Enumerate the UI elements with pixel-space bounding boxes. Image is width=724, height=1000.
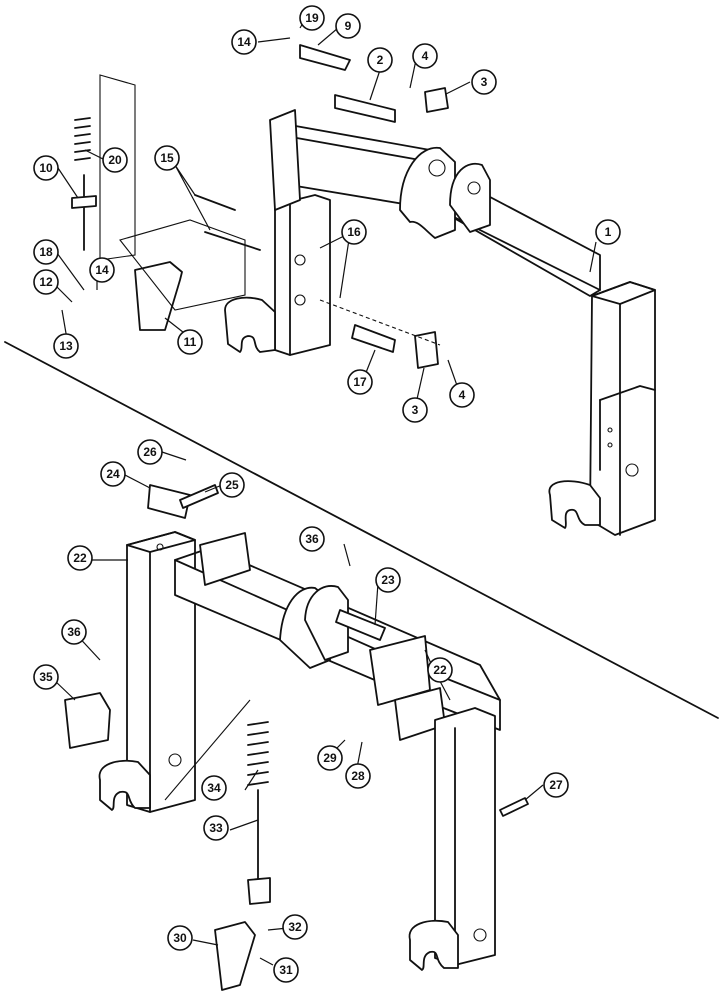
callout-14-left: 14 bbox=[89, 257, 115, 283]
callout-label: 3 bbox=[481, 75, 488, 89]
callout-16: 16 bbox=[341, 219, 367, 245]
callout-28: 28 bbox=[345, 763, 371, 789]
callout-label: 22 bbox=[73, 551, 87, 565]
section-divider bbox=[4, 341, 719, 719]
callout-label: 19 bbox=[305, 11, 319, 25]
callout-35: 35 bbox=[33, 664, 59, 690]
callout-label: 15 bbox=[160, 151, 174, 165]
callout-20: 20 bbox=[102, 147, 128, 173]
callout-2: 2 bbox=[367, 47, 393, 73]
callout-label: 36 bbox=[67, 625, 81, 639]
callout-label: 35 bbox=[39, 670, 53, 684]
callout-label: 4 bbox=[459, 388, 466, 402]
callout-label: 10 bbox=[39, 161, 53, 175]
callout-label: 29 bbox=[323, 751, 337, 765]
callout-label: 36 bbox=[305, 532, 319, 546]
callout-label: 34 bbox=[207, 781, 221, 795]
callout-label: 30 bbox=[173, 931, 187, 945]
callout-30: 30 bbox=[167, 925, 193, 951]
callout-label: 31 bbox=[279, 963, 293, 977]
callout-label: 3 bbox=[412, 403, 419, 417]
callout-3-lower: 3 bbox=[402, 397, 428, 423]
lower-quick-hitch-assembly bbox=[64, 484, 529, 991]
callout-label: 18 bbox=[39, 245, 53, 259]
callout-9: 9 bbox=[335, 13, 361, 39]
callout-1: 1 bbox=[595, 219, 621, 245]
callout-19: 19 bbox=[299, 5, 325, 31]
callout-label: 12 bbox=[39, 275, 53, 289]
callout-17: 17 bbox=[347, 369, 373, 395]
callout-36-left: 36 bbox=[61, 619, 87, 645]
callout-label: 14 bbox=[237, 35, 251, 49]
callout-10: 10 bbox=[33, 155, 59, 181]
callout-label: 22 bbox=[433, 663, 447, 677]
callout-4-lower: 4 bbox=[449, 382, 475, 408]
callout-label: 27 bbox=[549, 778, 563, 792]
callout-label: 14 bbox=[95, 263, 109, 277]
callout-label: 28 bbox=[351, 769, 365, 783]
callout-22-right: 22 bbox=[427, 657, 453, 683]
callout-12: 12 bbox=[33, 269, 59, 295]
callout-label: 32 bbox=[288, 920, 302, 934]
callout-32: 32 bbox=[282, 914, 308, 940]
callout-13: 13 bbox=[53, 333, 79, 359]
callout-label: 25 bbox=[225, 478, 239, 492]
upper-quick-hitch-assembly bbox=[71, 44, 656, 536]
callout-label: 4 bbox=[422, 49, 429, 63]
callout-27: 27 bbox=[543, 772, 569, 798]
callout-33: 33 bbox=[203, 815, 229, 841]
callout-3-upper: 3 bbox=[471, 69, 497, 95]
callout-label: 9 bbox=[345, 19, 352, 33]
callout-label: 20 bbox=[108, 153, 122, 167]
callout-label: 26 bbox=[143, 445, 157, 459]
callout-18: 18 bbox=[33, 239, 59, 265]
callout-31: 31 bbox=[273, 957, 299, 983]
callout-label: 11 bbox=[184, 335, 197, 349]
callout-14-top: 14 bbox=[231, 29, 257, 55]
callout-label: 24 bbox=[106, 467, 120, 481]
callout-36-center: 36 bbox=[299, 526, 325, 552]
callout-label: 33 bbox=[209, 821, 223, 835]
callout-label: 2 bbox=[377, 53, 384, 67]
callout-label: 16 bbox=[347, 225, 361, 239]
callout-label: 13 bbox=[59, 339, 73, 353]
callout-26: 26 bbox=[137, 439, 163, 465]
callout-label: 17 bbox=[353, 375, 367, 389]
callout-34: 34 bbox=[201, 775, 227, 801]
callout-23: 23 bbox=[375, 567, 401, 593]
callout-label: 23 bbox=[381, 573, 395, 587]
callout-11: 11 bbox=[177, 329, 203, 355]
callout-29: 29 bbox=[317, 745, 343, 771]
callout-label: 1 bbox=[605, 225, 612, 239]
callout-22-left: 22 bbox=[67, 545, 93, 571]
callout-24: 24 bbox=[100, 461, 126, 487]
callout-4-upper: 4 bbox=[412, 43, 438, 69]
callout-25: 25 bbox=[219, 472, 245, 498]
callout-15: 15 bbox=[154, 145, 180, 171]
